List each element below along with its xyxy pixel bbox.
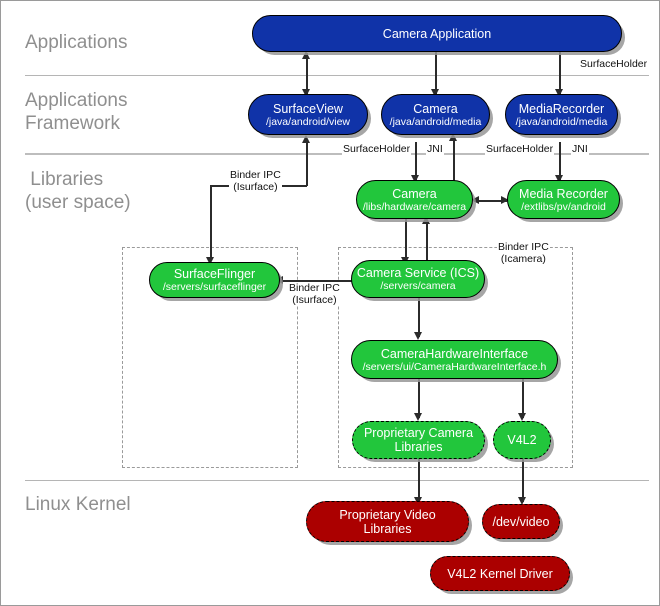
connector-camera-lib-to-fw-jni (453, 138, 455, 181)
arrowhead-v4l2-in (517, 413, 526, 421)
node-title: /dev/video (492, 514, 550, 529)
arrowhead-app-surfaceview-down (301, 89, 310, 97)
connector-service-to-chi (418, 297, 420, 337)
arrowhead-surfaceview-up (301, 135, 310, 143)
connector-app-mediarecorder (559, 51, 561, 95)
camera-service-group (338, 247, 573, 468)
edge-label-surfaceholder-mediarecorder: SurfaceHolder (485, 143, 555, 155)
connector-service-to-surfaceflinger (279, 280, 352, 282)
node-subtitle: /servers/ui/CameraHardwareInterface.h (362, 360, 547, 373)
edge-label-surfaceholder-camera: SurfaceHolder (342, 143, 412, 155)
edge-label-binder-ipc-isurface-service: Binder IPC (Isurface) (288, 282, 341, 306)
node-title: SurfaceFlinger (173, 267, 256, 281)
node-v4l2-kernel-driver[interactable]: V4L2 Kernel Driver (430, 556, 570, 591)
node-surfaceview[interactable]: SurfaceView /java/android/view (248, 94, 368, 135)
arrowhead-camera-fw-jni-up (448, 133, 457, 141)
node-title: Media Recorder (519, 186, 608, 201)
edge-label-binder-ipc-icamera: Binder IPC (Icamera) (497, 241, 550, 265)
node-mediarecorder[interactable]: MediaRecorder /java/android/media (505, 94, 618, 135)
node-media-recorder-library[interactable]: Media Recorder /extlibs/pv/android (507, 180, 620, 219)
connector-app-surfaceview (306, 53, 308, 95)
node-title: Camera Application (382, 26, 492, 41)
node-dev-video[interactable]: /dev/video (482, 504, 560, 539)
connector-chi-to-proprietary-camera (418, 379, 420, 418)
connector-proprietary-camera-to-video (418, 459, 420, 502)
arrowhead-surfaceflinger-in (205, 257, 214, 265)
layer-label-linux-kernel: Linux Kernel (25, 494, 131, 515)
divider-applications (25, 75, 649, 76)
node-camera-library[interactable]: Camera /libs/hardware/camera (356, 180, 473, 219)
node-subtitle: /libs/hardware/camera (362, 200, 467, 213)
node-title: V4L2 Kernel Driver (447, 566, 553, 581)
arrowhead-camera-lib-left (471, 196, 479, 204)
node-subtitle: Libraries (363, 521, 412, 536)
node-subtitle: /java/android/media (515, 115, 608, 128)
connector-app-camera (435, 51, 437, 95)
connector-mediarecorder-fw-to-lib (559, 142, 561, 181)
arrowhead-app-mediarecorder (554, 89, 563, 97)
node-title: Camera (392, 186, 437, 201)
arrowhead-app-surfaceview-up (301, 51, 310, 59)
node-subtitle: Libraries (394, 440, 443, 454)
layer-label-applications: Applications (25, 32, 128, 53)
edge-label-jni-mediarecorder: JNI (571, 143, 589, 155)
arrowhead-mediarecorder-lib-right (501, 196, 509, 204)
connector-camera-fw-to-lib (415, 142, 417, 181)
node-subtitle: /servers/surfaceflinger (162, 281, 267, 293)
connector-camera-mediarecorder-lib (474, 200, 507, 202)
node-subtitle: /servers/camera (380, 280, 456, 292)
divider-kernel (25, 480, 649, 481)
connector-camera-lib-to-service (405, 218, 407, 260)
arrowhead-chi-in (413, 332, 422, 340)
node-title: SurfaceView (273, 101, 343, 116)
arrowhead-app-camera (430, 89, 439, 97)
node-title: V4L2 (507, 433, 537, 447)
layer-label-libraries: Libraries (user space) (25, 169, 131, 213)
connector-chi-to-v4l2 (522, 379, 524, 418)
divider-framework (25, 153, 649, 155)
node-title: Proprietary Camera (363, 426, 474, 440)
arrowhead-mediarecorder-lib-in (554, 175, 563, 183)
edge-label-jni-camera: JNI (426, 143, 444, 155)
node-subtitle: /java/android/media (389, 115, 482, 128)
layer-label-applications-framework: Applications Framework (25, 90, 128, 134)
node-title: CameraHardwareInterface (380, 346, 529, 361)
edge-label-surfaceholder-app-mediarecorder: SurfaceHolder (579, 58, 649, 70)
node-v4l2[interactable]: V4L2 (493, 421, 551, 459)
connector-camera-service-to-lib (426, 221, 428, 263)
node-camerahardwareinterface[interactable]: CameraHardwareInterface /servers/ui/Came… (351, 340, 558, 379)
arrowhead-camera-lib-up (421, 216, 430, 224)
node-title: Camera (413, 101, 458, 116)
arrowhead-dev-video-in (517, 497, 526, 505)
node-camera-service[interactable]: Camera Service (ICS) /servers/camera (351, 260, 485, 298)
node-title: Camera Service (ICS) (356, 266, 480, 280)
node-title: Proprietary Video (339, 507, 436, 522)
arrowhead-camera-lib-in (410, 175, 419, 183)
connector-isurface-down-vertical (210, 185, 212, 259)
arrowhead-proprietary-camera-in (413, 413, 422, 421)
node-subtitle: /java/android/view (265, 115, 351, 128)
edge-label-binder-ipc-isurface-top: Binder IPC (Isurface) (229, 169, 282, 193)
node-title: MediaRecorder (518, 101, 605, 116)
node-camera-framework[interactable]: Camera /java/android/media (381, 94, 490, 135)
node-proprietary-camera-libraries[interactable]: Proprietary Camera Libraries (352, 421, 485, 459)
node-proprietary-video-libraries[interactable]: Proprietary Video Libraries (306, 501, 469, 542)
node-camera-application[interactable]: Camera Application (252, 15, 622, 52)
connector-surfaceview-up-vertical (306, 142, 308, 186)
node-subtitle: /extlibs/pv/android (521, 200, 606, 213)
connector-v4l2-to-dev-video (522, 459, 524, 502)
node-surfaceflinger[interactable]: SurfaceFlinger /servers/surfaceflinger (149, 262, 280, 298)
